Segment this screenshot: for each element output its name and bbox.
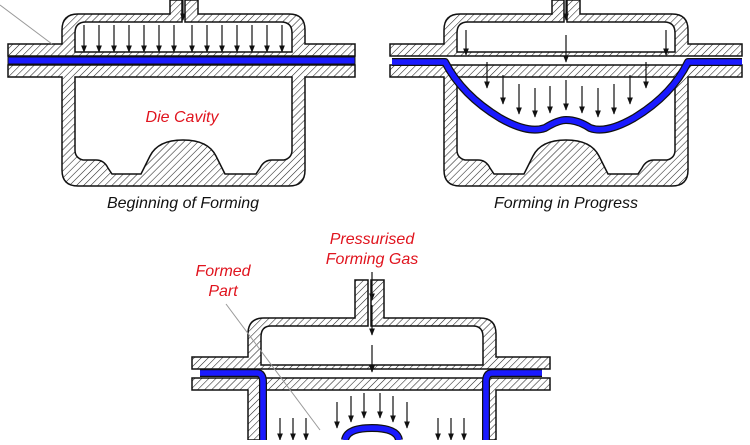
panel-formed-part: Pressurised Forming Gas Formed Part <box>191 231 551 442</box>
forming-in-progress-caption: Forming in Progress <box>494 195 638 212</box>
beginning-of-forming-caption: Beginning of Forming <box>107 195 259 212</box>
lower-die <box>7 64 356 187</box>
formed-part-label-line2: Part <box>208 283 238 300</box>
leader-line <box>0 4 53 45</box>
pressurised-gas-label-line1: Pressurised <box>330 231 416 248</box>
upper-die <box>389 0 743 57</box>
upper-die <box>7 0 356 57</box>
panel-forming-in-progress: Forming in Progress <box>389 0 743 212</box>
pressurised-gas-label-line2: Forming Gas <box>326 251 418 268</box>
upper-die <box>191 279 551 370</box>
gas-arrows <box>463 0 669 118</box>
panel-beginning-of-forming: Die Cavity Beginning of Forming <box>0 0 356 212</box>
lower-die <box>389 64 743 187</box>
blank-sheet <box>7 56 356 65</box>
formed-part-label-line1: Formed <box>195 263 251 280</box>
die-cavity-label: Die Cavity <box>146 109 220 126</box>
leader-line <box>225 303 321 431</box>
gas-arrows <box>277 272 467 441</box>
gas-arrows <box>81 0 285 53</box>
